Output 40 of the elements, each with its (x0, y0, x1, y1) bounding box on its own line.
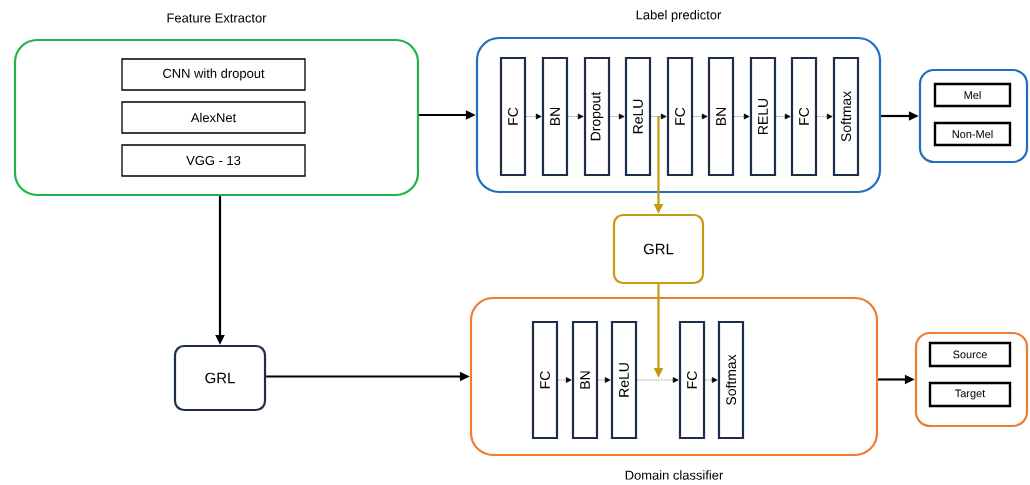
class-box: Non-Mel (933, 121, 1012, 147)
class-box: Mel (933, 82, 1012, 108)
layer-box: BN (571, 320, 599, 440)
arrow (816, 113, 833, 120)
layer-box: ReLU (610, 320, 638, 440)
layer-box: Softmax (717, 320, 745, 440)
layer-box: FC (531, 320, 559, 440)
model-box: VGG - 13 (121, 144, 306, 177)
arrow (597, 377, 611, 383)
arrow (557, 377, 572, 383)
grl-box: GRL (173, 344, 267, 412)
output-box (914, 331, 1029, 428)
layer-box: Dropout (583, 56, 611, 177)
layer-box: FC (666, 56, 694, 177)
arrow (704, 377, 718, 383)
class-box: Source (928, 341, 1012, 368)
layer-box: FC (499, 56, 527, 177)
arrow (609, 113, 625, 120)
arrow (525, 113, 542, 120)
layer-box: Softmax (832, 56, 860, 177)
model-box: AlexNet (121, 101, 306, 134)
arrow (567, 113, 584, 120)
arrow (775, 113, 791, 120)
layer-box: FC (678, 320, 706, 440)
class-box: Target (928, 381, 1012, 408)
arrow (733, 113, 750, 120)
layer-box: BN (707, 56, 735, 177)
node-label: Feature Extractor (167, 13, 267, 23)
output-box (918, 68, 1029, 164)
layer-box: FC (790, 56, 818, 177)
model-box: CNN with dropout (121, 58, 306, 91)
arrow (692, 113, 708, 120)
arrow (650, 113, 667, 120)
layer-box: ReLU (624, 56, 652, 177)
grl-box: GRL (612, 213, 705, 285)
layer-box: RELU (749, 56, 777, 177)
node-label: Domain classifier (625, 470, 724, 480)
arrow (636, 377, 679, 383)
layer-box: BN (541, 56, 569, 177)
node-label: Label predictor (636, 9, 722, 23)
